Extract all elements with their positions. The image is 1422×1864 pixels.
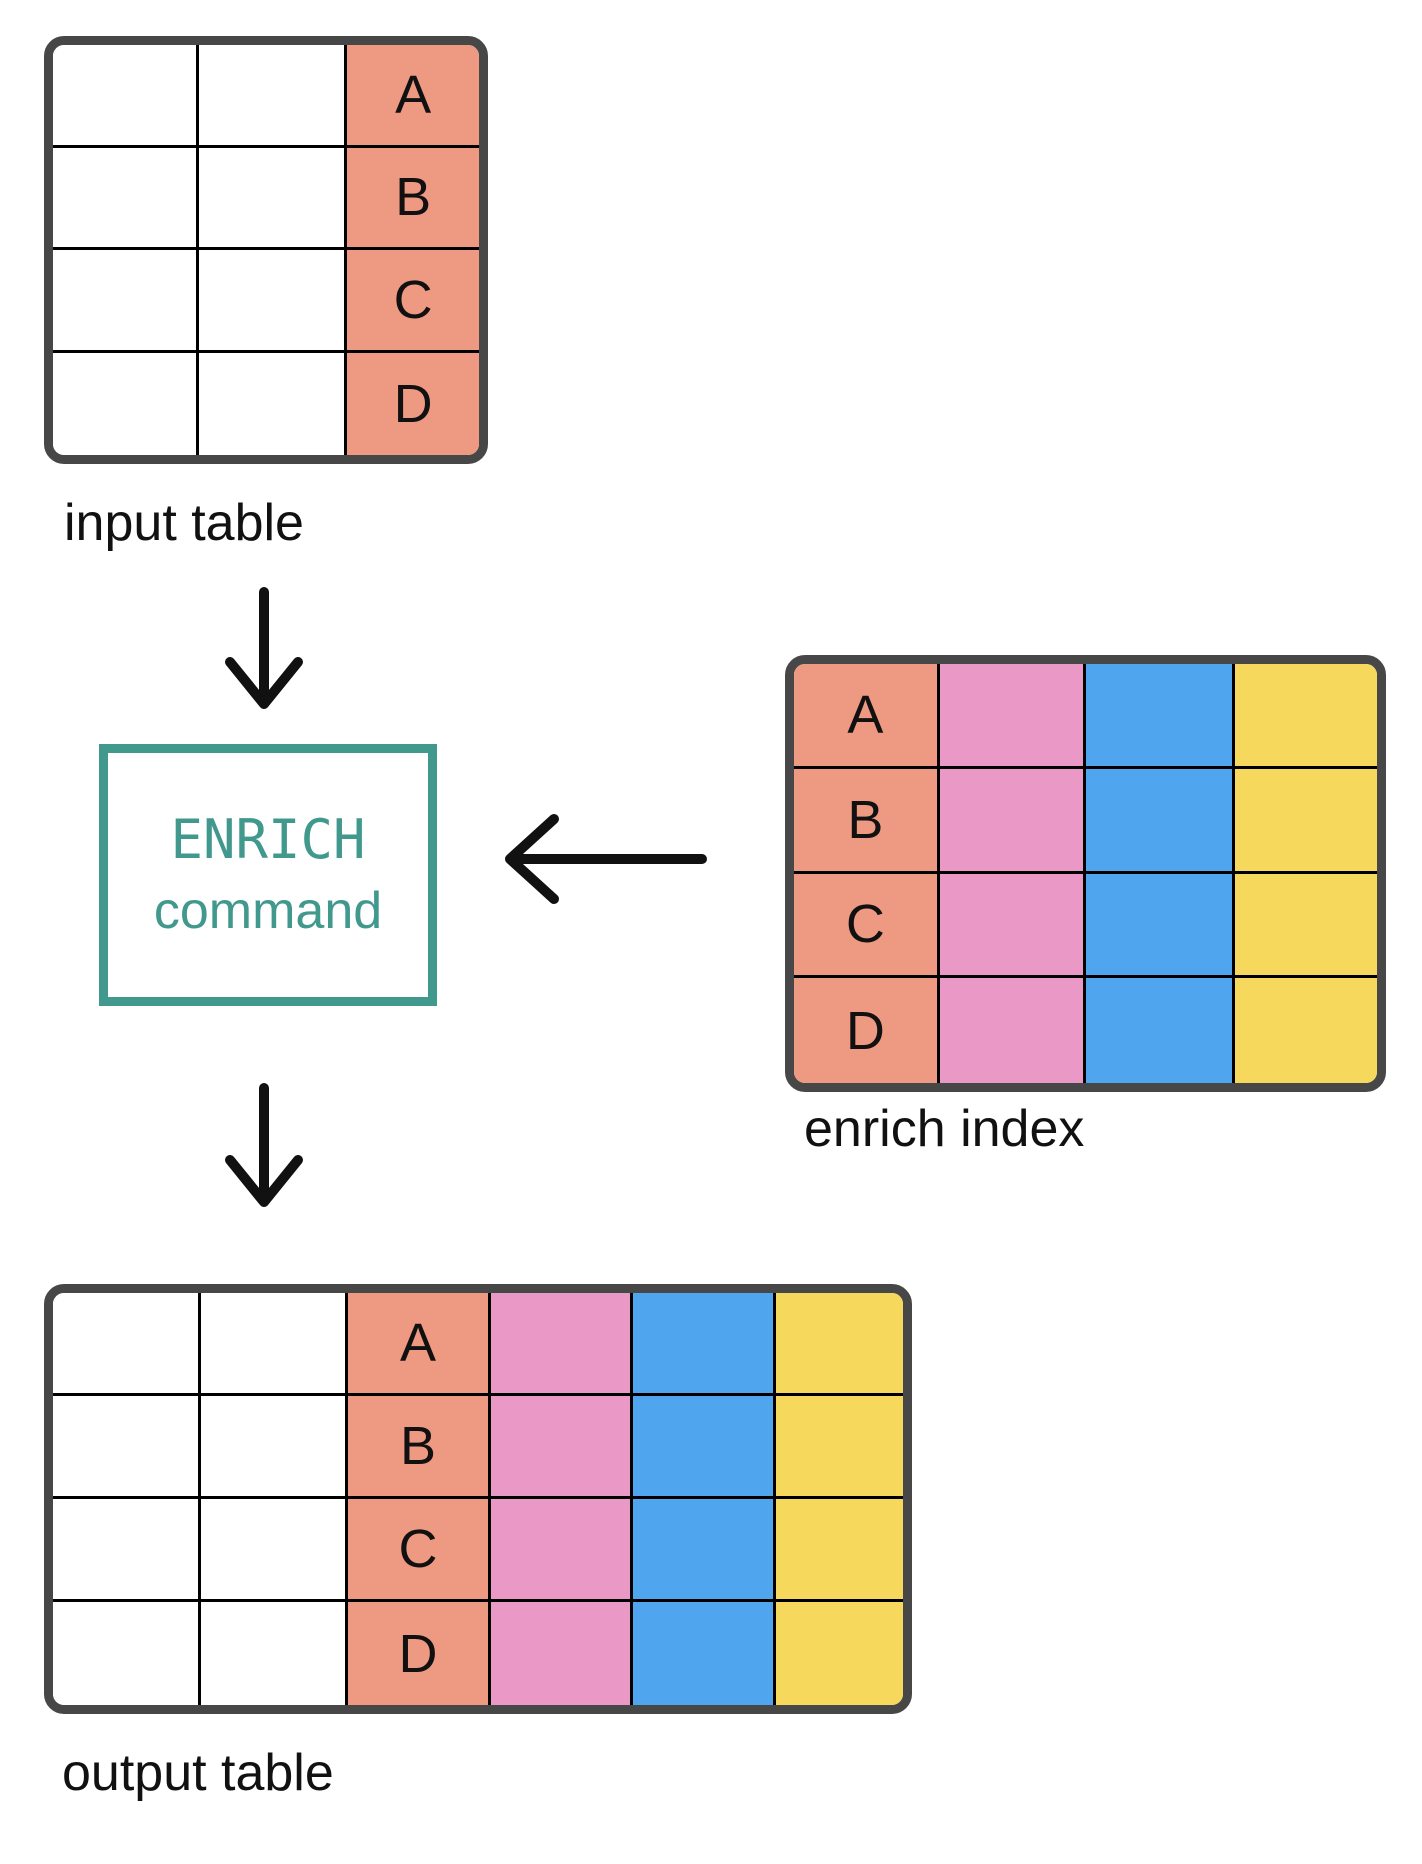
output-table-cell [491,1499,634,1602]
input-table-cell [53,45,199,148]
input-table-label: input table [64,494,304,552]
output-table: A B C D [44,1284,912,1714]
output-table-cell [776,1602,903,1705]
output-table-cell [633,1499,777,1602]
input-table-cell [198,250,348,353]
output-table-cell [633,1293,777,1396]
enrich-index-table: A B C D [785,655,1386,1092]
output-table-cell [53,1602,201,1705]
output-table-cell [53,1293,201,1396]
enrich-index-cell [1086,873,1236,979]
arrow-down-command-to-output-icon [225,1083,303,1207]
enrich-index-cell [1235,873,1377,979]
output-table-cell [491,1602,634,1705]
output-table-cell [776,1293,903,1396]
output-table-cell [200,1602,348,1705]
output-table-cell [633,1396,777,1499]
input-table-cell [53,147,199,250]
enrich-index-key-cell: D [794,978,940,1083]
enrich-index-cell [1235,664,1377,769]
input-table-cell [198,45,348,148]
enrich-index-cell [1086,664,1236,769]
output-table-cell [491,1396,634,1499]
enrich-index-cell [939,664,1087,769]
enrich-index-key-cell: A [794,664,940,769]
output-table-cell [776,1499,903,1602]
input-table-key-cell: D [347,352,479,455]
arrow-left-index-to-command-icon [505,814,707,904]
input-table-cell [53,352,199,455]
input-table-key-cell: A [347,45,479,148]
arrow-down-input-to-command-icon [225,587,303,709]
input-table-cell [198,147,348,250]
output-table-cell [53,1396,201,1499]
enrich-command-box: ENRICH command [99,744,437,1006]
output-table-cell [633,1602,777,1705]
enrich-command-title: ENRICH [170,808,366,871]
output-table-cell [200,1499,348,1602]
enrich-index-key-cell: B [794,768,940,874]
enrich-index-cell [1235,978,1377,1083]
input-table-key-cell: C [347,250,479,353]
output-table-cell [53,1499,201,1602]
output-table-cell [200,1293,348,1396]
output-table-cell [776,1396,903,1499]
output-table-key-cell: C [347,1499,492,1602]
enrich-index-cell [1086,768,1236,874]
output-table-key-cell: B [347,1396,492,1499]
input-table-key-cell: B [347,147,479,250]
enrich-index-cell [1235,768,1377,874]
enrich-index-cell [939,768,1087,874]
output-table-key-cell: A [347,1293,492,1396]
enrich-index-cell [1086,978,1236,1083]
enrich-index-cell [939,873,1087,979]
enrich-index-key-cell: C [794,873,940,979]
output-table-label: output table [62,1744,334,1802]
input-table-cell [53,250,199,353]
output-table-cell [200,1396,348,1499]
enrich-index-label: enrich index [804,1100,1085,1158]
output-table-cell [491,1293,634,1396]
input-table: A B C D [44,36,488,464]
enrich-command-subtitle: command [153,882,383,940]
enrich-index-cell [939,978,1087,1083]
output-table-key-cell: D [347,1602,492,1705]
input-table-cell [198,352,348,455]
